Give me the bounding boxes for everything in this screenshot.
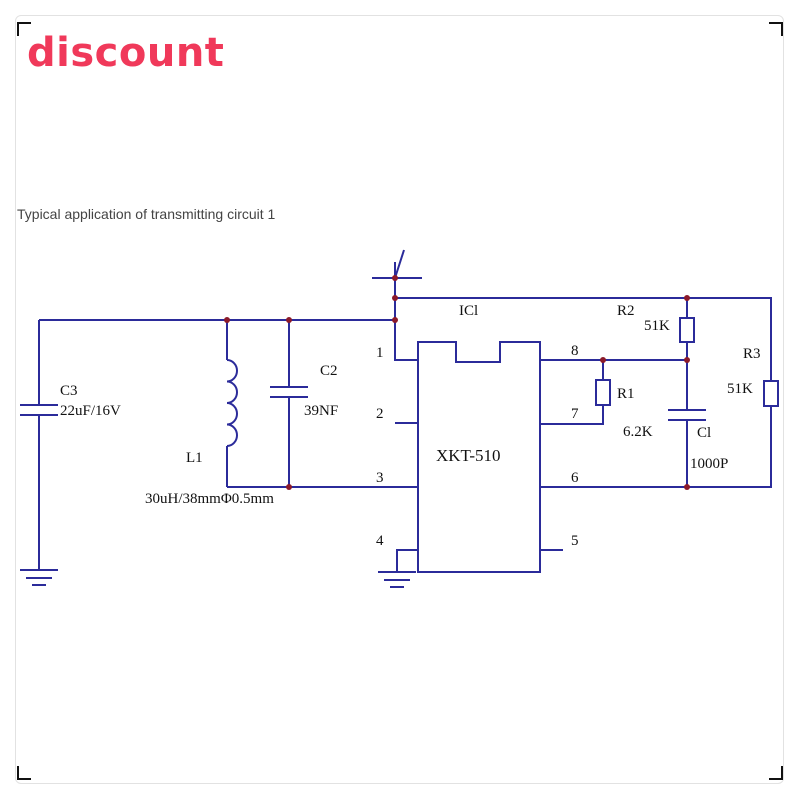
junction — [286, 317, 292, 323]
corner-mark-top-left — [17, 22, 31, 36]
pin-2-label: 2 — [376, 406, 384, 422]
capacitor-c2 — [270, 386, 308, 398]
wire-pin6 — [540, 420, 688, 488]
wire-pin7-r1 — [540, 360, 604, 425]
junction — [224, 317, 230, 323]
resistor-r3 — [763, 380, 779, 407]
ground-pin4 — [378, 571, 416, 588]
ic-name-label: XKT-510 — [436, 446, 501, 465]
ic-ref-label: ICl — [459, 303, 478, 319]
pin-7-label: 7 — [571, 406, 579, 422]
junction — [600, 357, 606, 363]
ic-body — [417, 341, 541, 573]
r1-value-label: 6.2K — [623, 424, 653, 440]
junction — [392, 317, 398, 323]
r1-ref-label: R1 — [617, 386, 635, 402]
l1-value-label: 30uH/38mmΦ0.5mm — [145, 491, 274, 507]
pin-6-label: 6 — [571, 470, 579, 486]
r3-ref-label: R3 — [743, 346, 761, 362]
r2-value-label: 51K — [644, 318, 670, 334]
junction — [286, 484, 292, 490]
junction — [392, 275, 398, 281]
pin-3-label: 3 — [376, 470, 384, 486]
inductor-l1 — [226, 359, 238, 447]
discount-badge: discount — [27, 30, 225, 76]
junction — [684, 484, 690, 490]
junction — [392, 295, 398, 301]
ground-left — [20, 569, 58, 586]
diagram-caption: Typical application of transmitting circ… — [17, 206, 276, 222]
pin-4-label: 4 — [376, 533, 384, 549]
pin-5-label: 5 — [571, 533, 579, 549]
c3-value-label: 22uF/16V — [60, 403, 121, 419]
c3-ref-label: C3 — [60, 383, 78, 399]
wire-antenna-feed — [394, 262, 418, 361]
capacitor-c1 — [668, 409, 706, 421]
resistor-r2 — [679, 317, 695, 343]
pin-8-label: 8 — [571, 343, 579, 359]
wire-pin4 — [396, 549, 418, 572]
corner-mark-top-right — [769, 22, 783, 36]
resistor-r1 — [595, 379, 611, 406]
c1-value-label: 1000P — [690, 456, 728, 472]
wire-upper-rail — [395, 297, 772, 488]
c2-ref-label: C2 — [320, 363, 338, 379]
capacitor-c3 — [20, 404, 58, 416]
l1-ref-label: L1 — [186, 450, 203, 466]
r2-ref-label: R2 — [617, 303, 635, 319]
c1-ref-label: Cl — [697, 425, 711, 441]
pin-1-label: 1 — [376, 345, 384, 361]
corner-mark-bottom-left — [17, 766, 31, 780]
c2-value-label: 39NF — [304, 403, 338, 419]
corner-mark-bottom-right — [769, 766, 783, 780]
junction — [684, 295, 690, 301]
junction — [684, 357, 690, 363]
image-frame — [15, 15, 784, 784]
r3-value-label: 51K — [727, 381, 753, 397]
wire-antenna — [372, 249, 422, 279]
